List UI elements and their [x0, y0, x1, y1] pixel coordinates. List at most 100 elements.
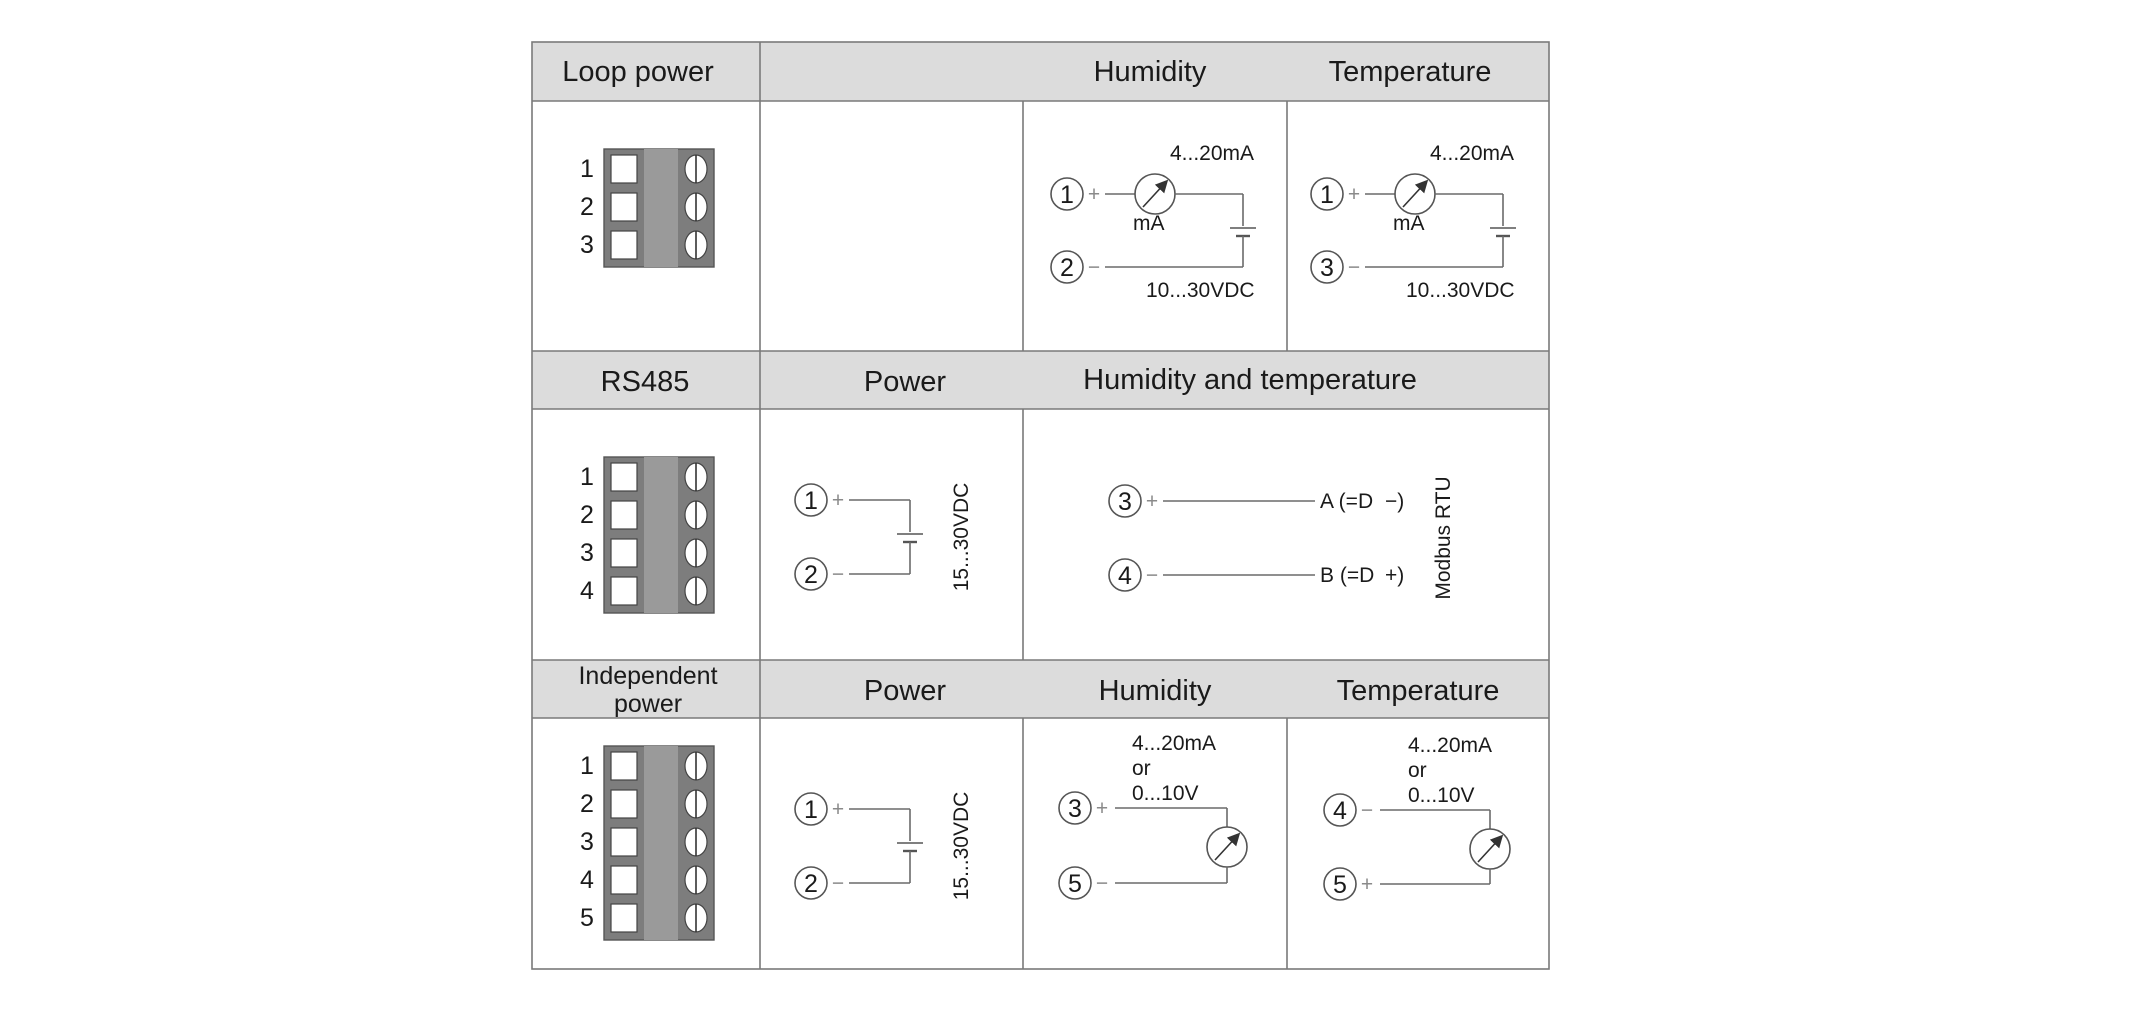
loop-humidity-circuit: 1 + − 2 4...20mA mA 10...30VDC [1050, 142, 1256, 302]
pin-circle [1323, 867, 1357, 901]
signal-label-line1: 4...20mA [1132, 732, 1216, 755]
plus-sign: + [832, 489, 844, 512]
current-label: 4...20mA [1170, 142, 1254, 165]
rs485-header-bg [532, 351, 1549, 409]
pin-number: 1 [1320, 181, 1334, 209]
terminal-pin-label: 1 [580, 463, 594, 491]
terminal-pin-label: 1 [580, 155, 594, 183]
plus-sign: + [1096, 797, 1108, 820]
supply-label: 10...30VDC [1406, 279, 1515, 302]
terminal-pin-label: 4 [580, 577, 594, 605]
line-b-suffix: +) [1385, 564, 1404, 587]
loop-power-header: Loop power [562, 56, 714, 88]
pin-number: 1 [804, 487, 818, 515]
meter-unit-label: mA [1133, 212, 1165, 235]
pin-number: 1 [1060, 181, 1074, 209]
terminal-pin-label: 4 [580, 866, 594, 894]
loop-temperature-header: Temperature [1329, 56, 1492, 88]
rs485-power-header: Power [864, 366, 947, 398]
pin-number: 3 [1118, 488, 1132, 516]
pin-circle [794, 866, 828, 900]
terminal-pin-label: 3 [580, 539, 594, 567]
rs485-power-circuit: 1 + − 2 15...30VDC [794, 483, 973, 592]
pin-number: 4 [1333, 797, 1347, 825]
signal-label-line3: 0...10V [1132, 782, 1199, 805]
signal-label-line3: 0...10V [1408, 784, 1475, 807]
pin-number: 4 [1118, 562, 1132, 590]
pin-circle [794, 483, 828, 517]
pin-circle [794, 557, 828, 591]
independent-header-bg [532, 660, 1549, 718]
terminal-blocks: 1 2 3 1 2 3 4 1 2 3 4 5 [580, 148, 715, 941]
rs485-header: RS485 [601, 366, 690, 398]
pin-circle [1108, 558, 1142, 592]
plus-sign: + [1361, 873, 1373, 896]
pin-circle [1058, 791, 1092, 825]
signal-label-line1: 4...20mA [1408, 734, 1492, 757]
pin-number: 2 [1060, 254, 1074, 282]
pin-circle [1310, 250, 1344, 284]
terminal-pin-label: 2 [580, 501, 594, 529]
minus-sign: − [832, 872, 844, 895]
pin-circle [1310, 177, 1344, 211]
terminal-pin-label: 3 [580, 231, 594, 259]
line-a-suffix: −) [1385, 490, 1404, 513]
minus-sign: − [1361, 799, 1373, 822]
terminal-pin-label: 2 [580, 790, 594, 818]
loop-header-bg [532, 42, 1549, 101]
loop-temperature-circuit: 1 + − 3 4...20mA mA 10...30VDC [1310, 142, 1516, 302]
rs485-data-circuit: 3 + A (=D −) 4 − B (=D +) Modbus RTU [1108, 476, 1455, 600]
pin-number: 5 [1333, 871, 1347, 899]
pin-circle [1050, 177, 1084, 211]
independent-power-header: Power [864, 675, 947, 707]
protocol-label: Modbus RTU [1432, 476, 1455, 599]
minus-sign: − [1088, 256, 1100, 279]
independent-temperature-circuit: 4...20mA or 0...10V 4 − + 5 [1323, 734, 1511, 901]
terminal-pin-label: 3 [580, 828, 594, 856]
pin-number: 5 [1068, 870, 1082, 898]
terminal-block-icon [603, 456, 715, 614]
signal-label-line2: or [1408, 759, 1427, 782]
pin-number: 2 [804, 870, 818, 898]
minus-sign: − [1348, 256, 1360, 279]
plus-sign: + [1088, 183, 1100, 206]
terminal-pin-label: 5 [580, 904, 594, 932]
supply-label: 10...30VDC [1146, 279, 1255, 302]
supply-label: 15...30VDC [950, 483, 973, 592]
plus-sign: + [1146, 490, 1158, 513]
independent-temperature-header: Temperature [1337, 675, 1500, 707]
pin-number: 3 [1068, 795, 1082, 823]
terminal-pin-label: 1 [580, 752, 594, 780]
table-grid [531, 41, 1550, 970]
pin-number: 3 [1320, 254, 1334, 282]
terminal-block-icon [603, 148, 715, 268]
independent-power-circuit: 1 + − 2 15...30VDC [794, 792, 973, 901]
rs485-data-header: Humidity and temperature [1083, 364, 1417, 396]
plus-sign: + [1348, 183, 1360, 206]
pin-circle [794, 792, 828, 826]
pin-circle [1058, 866, 1092, 900]
independent-humidity-header: Humidity [1099, 675, 1212, 707]
minus-sign: − [1146, 564, 1158, 587]
pin-circle [1050, 250, 1084, 284]
line-b-label: B (=D [1320, 564, 1374, 587]
loop-humidity-header: Humidity [1094, 56, 1207, 88]
meter-unit-label: mA [1393, 212, 1425, 235]
minus-sign: − [832, 563, 844, 586]
terminal-pin-label: 2 [580, 193, 594, 221]
signal-label-line2: or [1132, 757, 1151, 780]
terminal-block-icon [603, 745, 715, 941]
independent-header-line2: power [614, 690, 682, 718]
pin-circle [1323, 793, 1357, 827]
pin-circle [1108, 484, 1142, 518]
independent-header-line1: Independent [578, 662, 717, 690]
current-label: 4...20mA [1430, 142, 1514, 165]
pin-number: 2 [804, 561, 818, 589]
line-a-label: A (=D [1320, 490, 1373, 513]
independent-humidity-circuit: 4...20mA or 0...10V 3 + − 5 [1058, 732, 1248, 900]
pin-number: 1 [804, 796, 818, 824]
minus-sign: − [1096, 872, 1108, 895]
supply-label: 15...30VDC [950, 792, 973, 901]
plus-sign: + [832, 798, 844, 821]
